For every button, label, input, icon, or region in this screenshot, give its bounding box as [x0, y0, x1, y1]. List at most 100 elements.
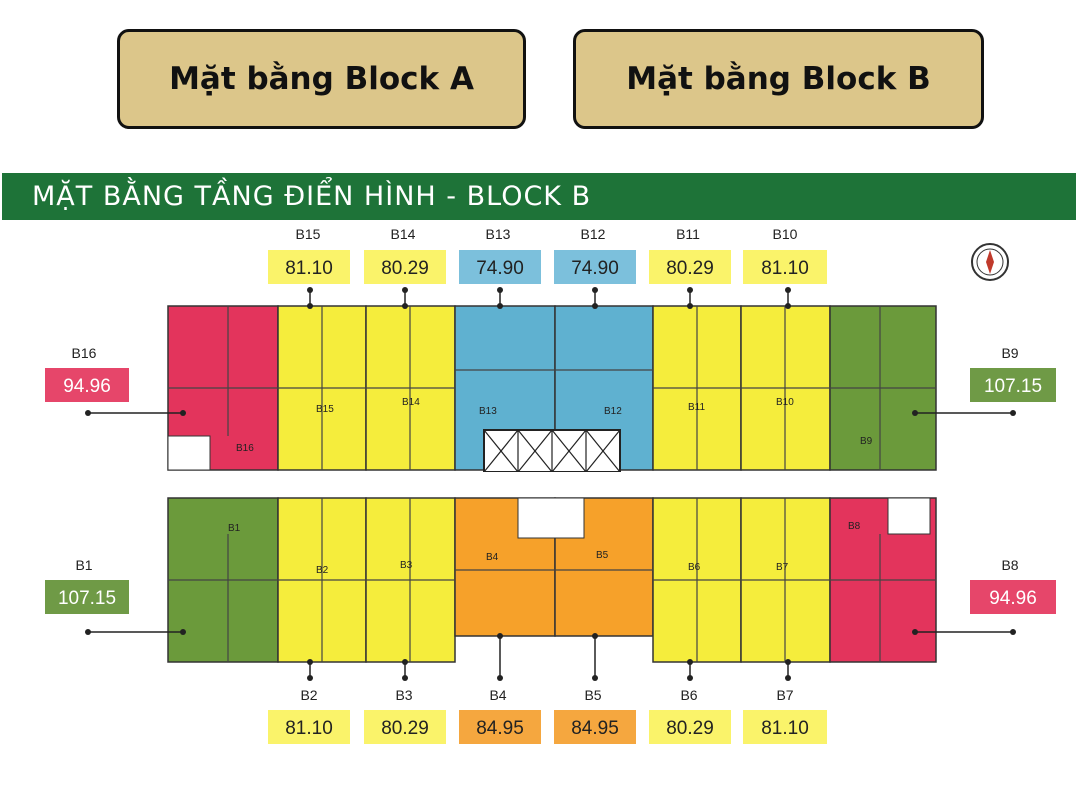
leader-dot-B8: [912, 629, 918, 635]
area-box-B9: [970, 368, 1056, 402]
area-box-B8: [970, 580, 1056, 614]
leader-dot-B13: [497, 287, 503, 293]
leader-dot-B10: [785, 287, 791, 293]
leader-dot-B15: [307, 303, 313, 309]
inside-label-B9: B9: [860, 436, 873, 447]
area-box-B11: [649, 250, 731, 284]
leader-dot-B11: [687, 303, 693, 309]
inside-label-B15: B15: [316, 404, 334, 415]
inside-label-B10: B10: [776, 397, 794, 408]
stair-bottom-right: [887, 497, 931, 535]
elevator-shafts: [483, 429, 621, 473]
unit-code-B13: B13: [486, 226, 511, 242]
inside-label-B7: B7: [776, 562, 789, 573]
area-box-B14: [364, 250, 446, 284]
leader-dot-B13: [497, 303, 503, 309]
leader-dot-B2: [307, 659, 313, 665]
unit-area-B16: 94.96: [63, 376, 111, 397]
leader-dot-B14: [402, 303, 408, 309]
unit-area-B6: 80.29: [666, 718, 714, 739]
leader-dot-B6: [687, 675, 693, 681]
unit-code-B8: B8: [1001, 557, 1018, 573]
service-core-bottom: [517, 497, 585, 539]
area-box-B13: [459, 250, 541, 284]
floor-plan-banner: MẶT BẰNG TẦNG ĐIỂN HÌNH - BLOCK B: [2, 173, 1076, 220]
unit-code-B1: B1: [75, 557, 92, 573]
floor-plan-title: MẶT BẰNG TẦNG ĐIỂN HÌNH - BLOCK B: [32, 181, 592, 212]
area-box-B1: [45, 580, 129, 614]
leader-dot-B12: [592, 303, 598, 309]
leader-dot-B5: [592, 675, 598, 681]
leader-dot-B1: [85, 629, 91, 635]
unit-area-B12: 74.90: [571, 258, 619, 279]
unit-area-B10: 81.10: [761, 258, 809, 279]
area-box-B12: [554, 250, 636, 284]
inside-label-B5: B5: [596, 550, 609, 561]
inside-label-B3: B3: [400, 560, 413, 571]
unit-code-B4: B4: [489, 687, 506, 703]
leader-dot-B6: [687, 659, 693, 665]
area-box-B10: [743, 250, 827, 284]
leader-dot-B8: [1010, 629, 1016, 635]
leader-dot-B4: [497, 633, 503, 639]
leader-dot-B1: [180, 629, 186, 635]
leader-dot-B11: [687, 287, 693, 293]
area-box-B16: [45, 368, 129, 402]
leader-dot-B15: [307, 287, 313, 293]
leader-dot-B9: [912, 410, 918, 416]
leader-dot-B10: [785, 303, 791, 309]
unit-area-B5: 84.95: [571, 718, 619, 739]
leader-dot-B16: [180, 410, 186, 416]
unit-area-B3: 80.29: [381, 718, 429, 739]
unit-code-B7: B7: [776, 687, 793, 703]
unit-area-B15: 81.10: [285, 258, 333, 279]
area-box-B15: [268, 250, 350, 284]
leader-dot-B3: [402, 675, 408, 681]
interior-walls: [168, 306, 936, 662]
inside-label-B12: B12: [604, 406, 622, 417]
unit-code-B16: B16: [72, 345, 97, 361]
unit-code-B12: B12: [581, 226, 606, 242]
unit-code-B5: B5: [584, 687, 601, 703]
unit-area-B2: 81.10: [285, 718, 333, 739]
block-a-button[interactable]: Mặt bằng Block A: [117, 29, 526, 129]
area-box-B6: [649, 710, 731, 744]
unit-code-B6: B6: [680, 687, 697, 703]
unit-labels: B1581.10B1480.29B1374.90B1274.90B1180.29…: [45, 226, 1056, 744]
inside-label-B16: B16: [236, 443, 254, 454]
leader-dot-B12: [592, 287, 598, 293]
area-box-B5: [554, 710, 636, 744]
area-box-B3: [364, 710, 446, 744]
unit-area-B14: 80.29: [381, 258, 429, 279]
inside-label-B2: B2: [316, 565, 329, 576]
leader-dot-B9: [1010, 410, 1016, 416]
stair-top-left: [167, 435, 211, 471]
unit-code-B15: B15: [296, 226, 321, 242]
inside-label-B1: B1: [228, 523, 241, 534]
inside-label-B4: B4: [486, 552, 499, 563]
inside-label-B6: B6: [688, 562, 701, 573]
unit-code-B10: B10: [773, 226, 798, 242]
corridor: [168, 472, 936, 498]
leader-dot-B16: [85, 410, 91, 416]
unit-code-B14: B14: [391, 226, 416, 242]
unit-area-B9: 107.15: [984, 376, 1042, 397]
leader-dot-B7: [785, 675, 791, 681]
inside-label-B14: B14: [402, 397, 420, 408]
unit-area-B13: 74.90: [476, 258, 524, 279]
leader-dot-B2: [307, 675, 313, 681]
inside-label-B11: B11: [688, 402, 705, 413]
inside-label-B8: B8: [848, 521, 861, 532]
leader-dot-B7: [785, 659, 791, 665]
unit-area-B4: 84.95: [476, 718, 524, 739]
unit-area-B1: 107.15: [58, 588, 116, 609]
leader-dot-B5: [592, 633, 598, 639]
leader-dot-B4: [497, 675, 503, 681]
unit-area-B8: 94.96: [989, 588, 1037, 609]
block-b-button[interactable]: Mặt bằng Block B: [573, 29, 984, 129]
compass-icon: [971, 243, 1009, 281]
unit-code-B2: B2: [300, 687, 317, 703]
top-wing: [167, 305, 937, 473]
unit-area-B7: 81.10: [761, 718, 809, 739]
area-box-B4: [459, 710, 541, 744]
